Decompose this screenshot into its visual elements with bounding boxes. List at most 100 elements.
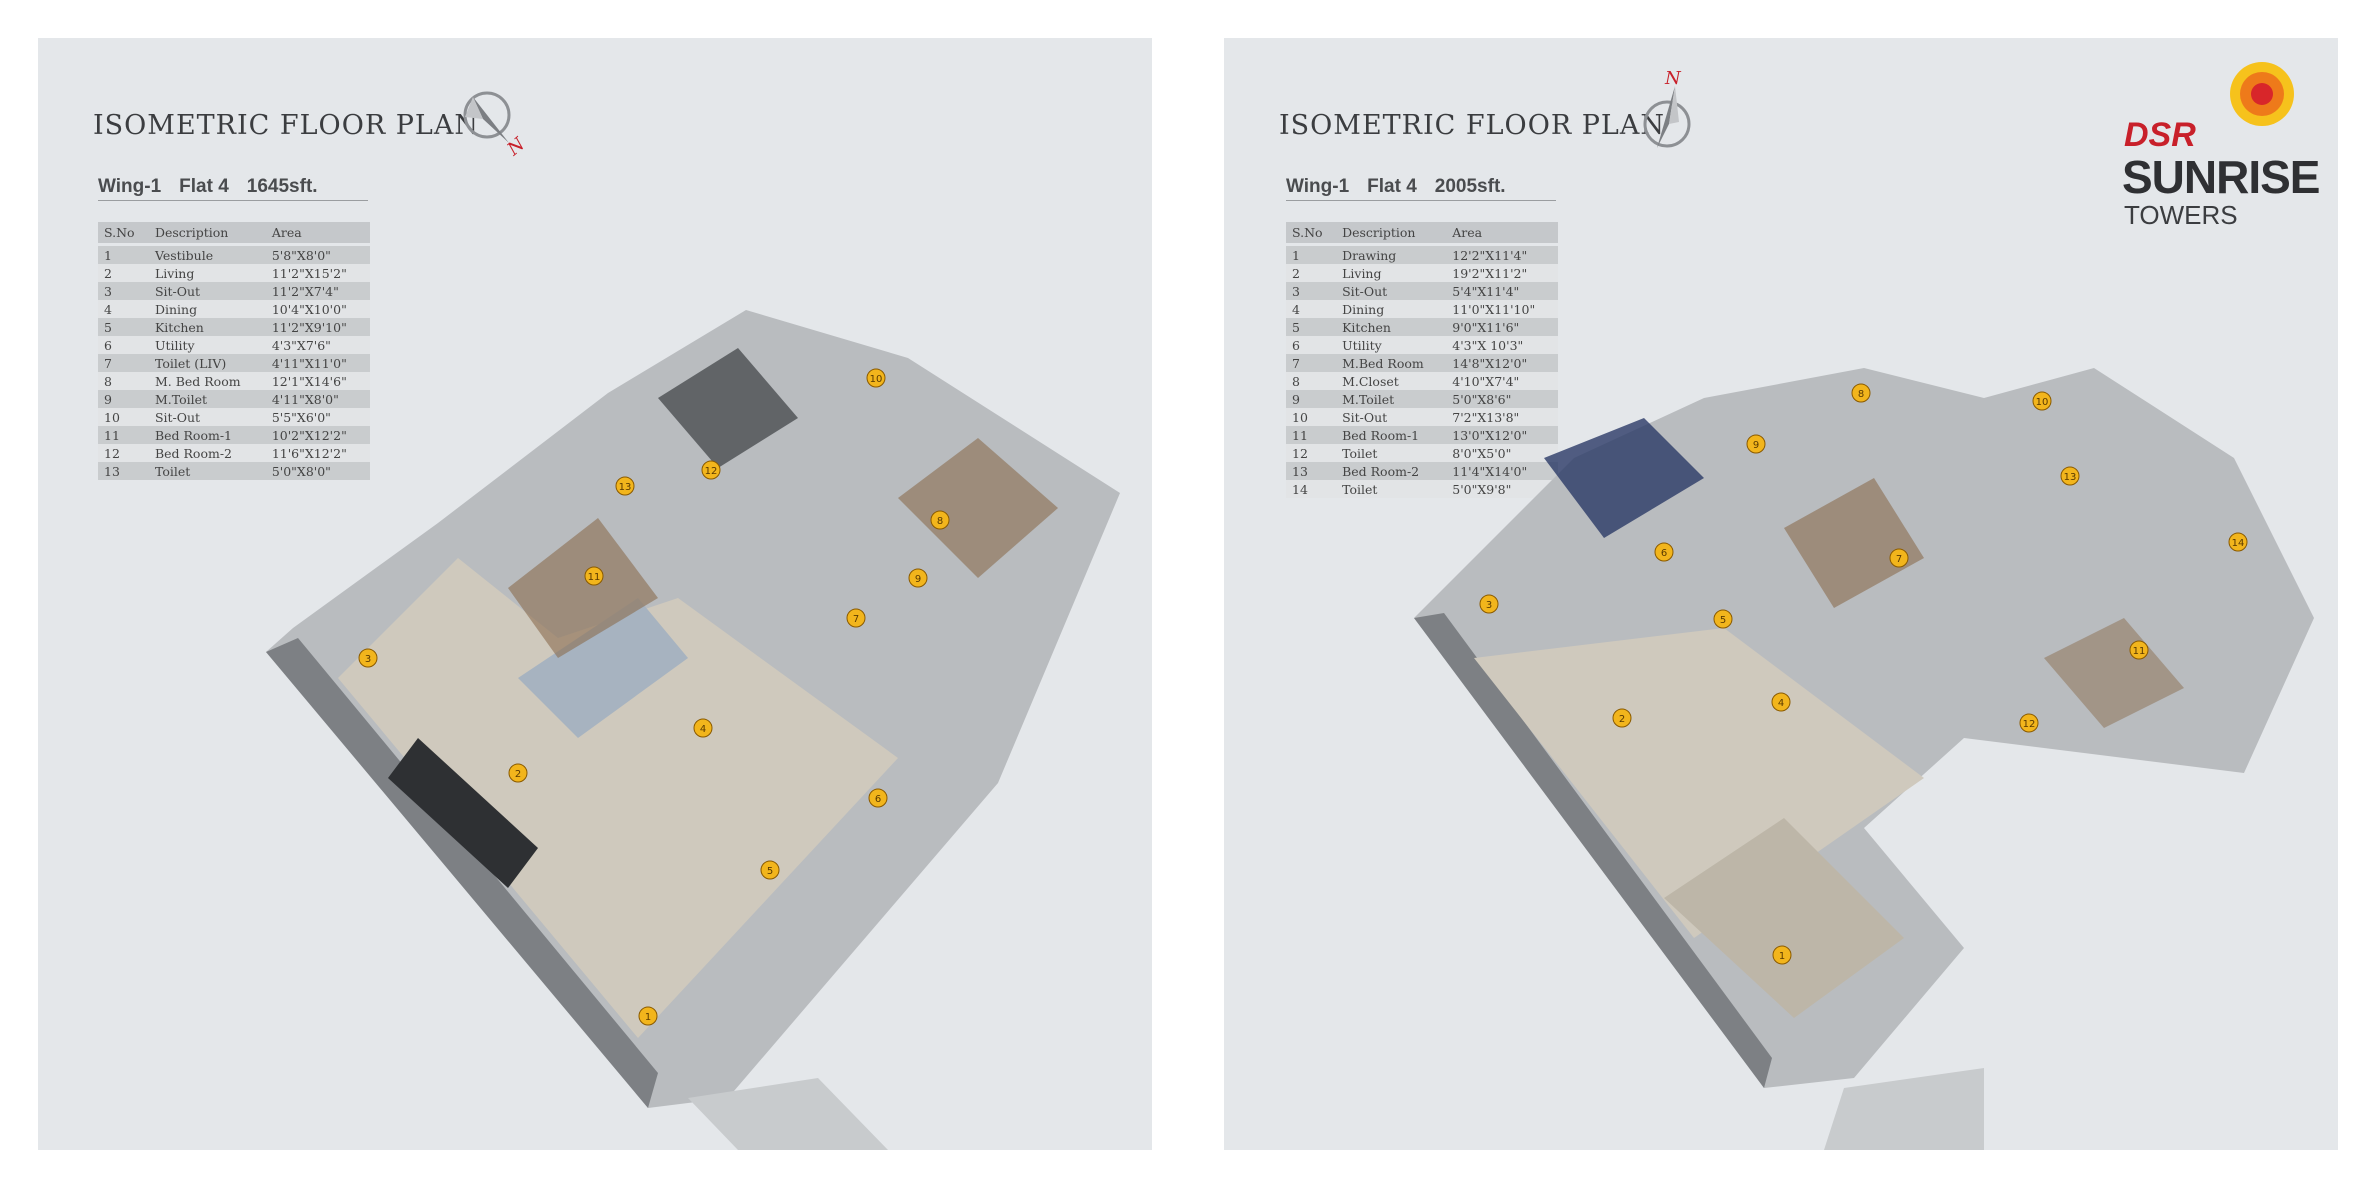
room-marker-label: 5 <box>1720 615 1726 626</box>
panel-title: ISOMETRIC FLOOR PLAN <box>1279 110 1665 141</box>
room-marker: 2 <box>1612 708 1632 728</box>
column-header: Area <box>265 222 370 246</box>
table-cell: Vestibule <box>148 244 266 264</box>
table-cell: 11 <box>98 426 149 444</box>
logo-name: SUNRISE <box>2122 151 2320 203</box>
table-cell: 13 <box>1286 462 1337 480</box>
table-cell: 6 <box>1286 336 1337 354</box>
room-marker-label: 3 <box>365 654 371 665</box>
table-cell: 3 <box>1286 282 1337 300</box>
table-cell: 8'0"X5'0" <box>1446 444 1558 462</box>
room-marker: 3 <box>1479 594 1499 614</box>
table-cell: 2 <box>98 264 149 282</box>
table-cell: 9'0"X11'6" <box>1446 318 1558 336</box>
room-marker-label: 2 <box>1619 714 1625 725</box>
room-marker: 6 <box>1654 542 1674 562</box>
table-cell: 5'0"X9'8" <box>1446 480 1558 498</box>
table-cell: 5'5"X6'0" <box>265 408 370 426</box>
table-cell: M.Toilet <box>148 390 266 408</box>
table-cell: 11 <box>1286 426 1337 444</box>
room-marker: 13 <box>2060 466 2080 486</box>
room-marker-label: 3 <box>1486 600 1492 611</box>
table-cell: 12 <box>1286 444 1337 462</box>
divider <box>1286 200 1556 201</box>
table-cell: 9 <box>1286 390 1337 408</box>
table-cell: 3 <box>98 282 149 300</box>
room-marker: 2 <box>508 763 528 783</box>
compass-north-label: N <box>1664 68 1682 89</box>
room-marker-label: 4 <box>1778 698 1784 709</box>
table-cell: 11'2"X7'4" <box>265 282 370 300</box>
table-cell: 11'2"X9'10" <box>265 318 370 336</box>
room-marker-label: 10 <box>870 374 883 385</box>
room-marker: 11 <box>2129 640 2149 660</box>
table-cell: M.Closet <box>1336 372 1447 390</box>
room-marker-label: 9 <box>915 574 921 585</box>
room-marker-label: 12 <box>705 466 718 477</box>
room-marker-label: 11 <box>588 572 601 583</box>
room-marker: 5 <box>1713 609 1733 629</box>
table-cell: 4'10"X7'4" <box>1446 372 1558 390</box>
table-cell: 13 <box>98 462 149 480</box>
table-cell: Toilet <box>1336 480 1447 498</box>
table-cell: 1 <box>1286 244 1337 264</box>
room-marker: 14 <box>2228 532 2248 552</box>
room-marker: 4 <box>693 718 713 738</box>
table-cell: 14'8"X12'0" <box>1446 354 1558 372</box>
table-cell: 9 <box>98 390 149 408</box>
table-cell: 8 <box>98 372 149 390</box>
column-header: Area <box>1446 222 1558 246</box>
table-cell: M.Toilet <box>1336 390 1447 408</box>
table-cell: 12 <box>98 444 149 462</box>
room-marker: 7 <box>846 608 866 628</box>
column-header: Description <box>148 222 266 246</box>
table-cell: 2 <box>1286 264 1337 282</box>
flat: Flat 4 <box>179 176 229 197</box>
room-marker-label: 8 <box>1858 389 1864 400</box>
room-marker: 1 <box>638 1006 658 1026</box>
room-marker-label: 4 <box>700 724 706 735</box>
room-marker-label: 14 <box>2232 538 2245 549</box>
room-marker: 3 <box>358 648 378 668</box>
table-cell: 4'3"X7'6" <box>265 336 370 354</box>
table-cell: 5 <box>1286 318 1337 336</box>
room-marker-label: 11 <box>2133 646 2146 657</box>
table-cell: 5'4"X11'4" <box>1446 282 1558 300</box>
table-cell: Dining <box>148 300 266 318</box>
table-cell: Sit-Out <box>1336 408 1447 426</box>
table-cell: 11'0"X11'10" <box>1446 300 1558 318</box>
table-cell: Utility <box>1336 336 1447 354</box>
table-cell: Living <box>1336 264 1447 282</box>
table-cell: Drawing <box>1336 244 1447 264</box>
table-cell: 5'0"X8'6" <box>1446 390 1558 408</box>
room-marker: 5 <box>760 860 780 880</box>
table-cell: Living <box>148 264 266 282</box>
table-cell: Utility <box>148 336 266 354</box>
room-marker: 8 <box>1851 383 1871 403</box>
room-marker: 1 <box>1772 945 1792 965</box>
logo-tagline: TOWERS <box>2124 200 2238 230</box>
table-cell: 4'3"X 10'3" <box>1446 336 1558 354</box>
room-marker-label: 13 <box>2064 472 2077 483</box>
compass-icon: N <box>463 91 530 161</box>
table-cell: 12'2"X11'4" <box>1446 244 1558 264</box>
room-marker-label: 2 <box>515 769 521 780</box>
room-marker-label: 12 <box>2023 719 2036 730</box>
flat-area: 2005sft. <box>1434 176 1506 197</box>
table-cell: 5 <box>98 318 149 336</box>
